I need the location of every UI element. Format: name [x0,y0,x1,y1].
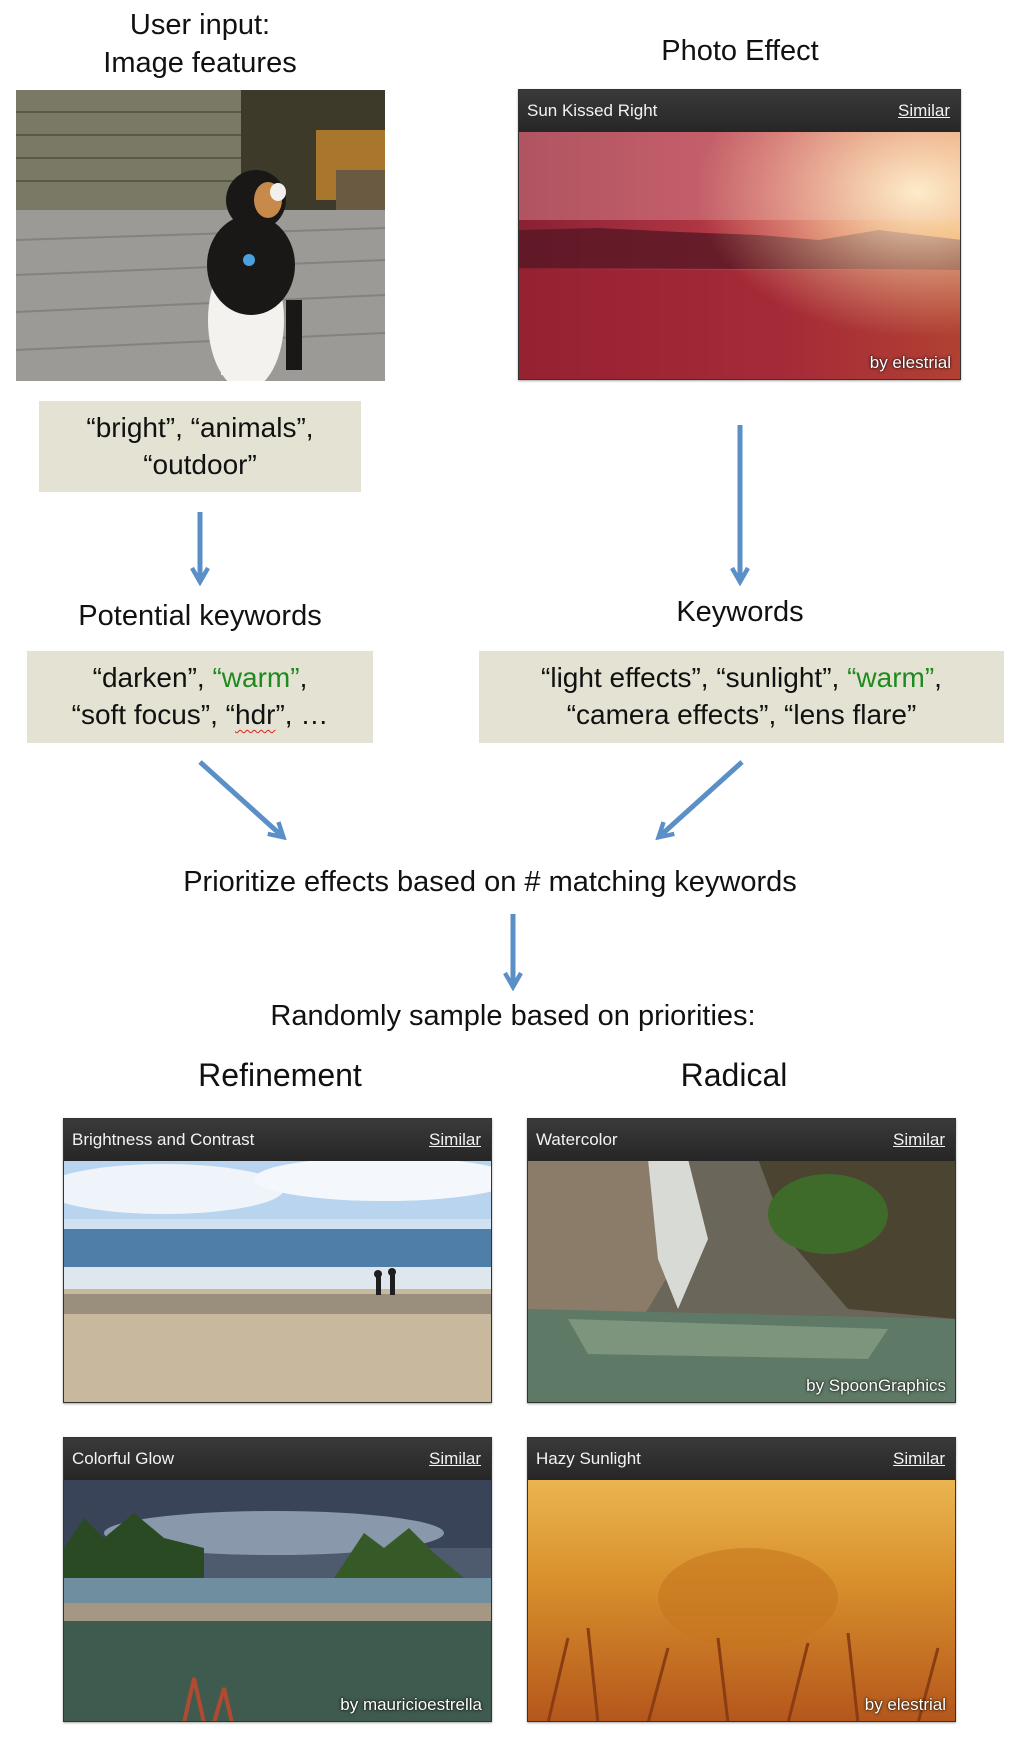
similar-link[interactable]: Similar [893,1130,945,1149]
potential-keyword-text: “darken”, [92,662,213,693]
effect-card-title: Colorful Glow [72,1449,175,1468]
effect-card-header: Watercolor Similar [528,1119,955,1161]
refinement-heading: Refinement [198,1057,362,1093]
radical-heading: Radical [680,1057,788,1093]
similar-link[interactable]: Similar [429,1449,481,1468]
matching-keyword-warm: “warm” [847,662,935,693]
effect-card-brightness-contrast[interactable]: Brightness and Contrast Similar [63,1118,492,1403]
effect-card-title: Watercolor [536,1130,618,1149]
effect-keywords-line2: “camera effects”, “lens flare” [566,699,917,730]
image-features-line2: “outdoor” [143,449,257,480]
effect-card-byline: by mauricioestrella [340,1695,482,1714]
keywords-heading: Keywords [676,596,804,628]
effect-card-header: Colorful Glow Similar [64,1438,491,1480]
similar-link[interactable]: Similar [429,1130,481,1149]
matching-keyword-warm: “warm” [212,662,300,693]
effect-keywords-box: “light effects”, “sunlight”, “warm”, “ca… [479,651,1004,743]
effect-card-header: Brightness and Contrast Similar [64,1119,491,1161]
effect-card-byline: by elestrial [864,1695,946,1714]
effect-card-header: Sun Kissed Right Similar [519,90,960,132]
effect-card-sun-kissed[interactable]: Sun Kissed Right Similar by elestrial [518,89,961,380]
potential-keyword-text: “soft focus”, “ [71,699,235,730]
effect-keywords-line1: “light effects”, “sunlight”, “warm”, [479,659,1004,696]
misspelled-word-hdr: hdr [235,699,276,730]
similar-link[interactable]: Similar [898,101,950,120]
potential-keyword-text: , [299,662,308,693]
image-features-line1: “bright”, “animals”, [86,412,314,443]
effect-card-header: Hazy Sunlight Similar [528,1438,955,1480]
effect-keyword-text: , [934,662,942,693]
effect-card-byline: by elestrial [869,353,951,372]
effect-card-title: Sun Kissed Right [527,101,658,120]
user-input-heading-line1: User input: [129,9,271,41]
effect-card-title: Hazy Sunlight [536,1449,641,1468]
potential-keyword-text: ”, … [275,699,329,730]
similar-link[interactable]: Similar [893,1449,945,1468]
prioritize-step: Prioritize effects based on # matching k… [183,866,797,898]
sample-step: Randomly sample based on priorities: [270,1000,756,1032]
user-input-heading-line2: Image features [103,47,297,79]
effect-card-watercolor[interactable]: Watercolor Similar by SpoonGraphics [527,1118,956,1403]
effect-card-colorful-glow[interactable]: Colorful Glow Similar by mauricioestrell… [63,1437,492,1722]
user-input-heading: User input: Image features [40,6,360,82]
arrow-potential-to-prioritize [198,760,282,836]
image-features-box: “bright”, “animals”, “outdoor” [39,401,361,492]
effect-card-title: Brightness and Contrast [72,1130,255,1149]
effect-card-hazy-sunlight[interactable]: Hazy Sunlight Similar by elestrial [527,1437,956,1722]
user-input-photo [16,90,385,381]
photo-effect-heading: Photo Effect [661,35,819,67]
potential-keywords-heading: Potential keywords [78,600,322,632]
potential-keywords-line2: “soft focus”, “hdr”, … [27,696,373,733]
potential-keywords-box: “darken”, “warm”, “soft focus”, “hdr”, … [27,651,373,743]
effect-keyword-text: “light effects”, “sunlight”, [541,662,848,693]
potential-keywords-line1: “darken”, “warm”, [27,659,373,696]
effect-card-byline: by SpoonGraphics [806,1376,946,1395]
arrow-keywords-to-prioritize [660,760,744,836]
